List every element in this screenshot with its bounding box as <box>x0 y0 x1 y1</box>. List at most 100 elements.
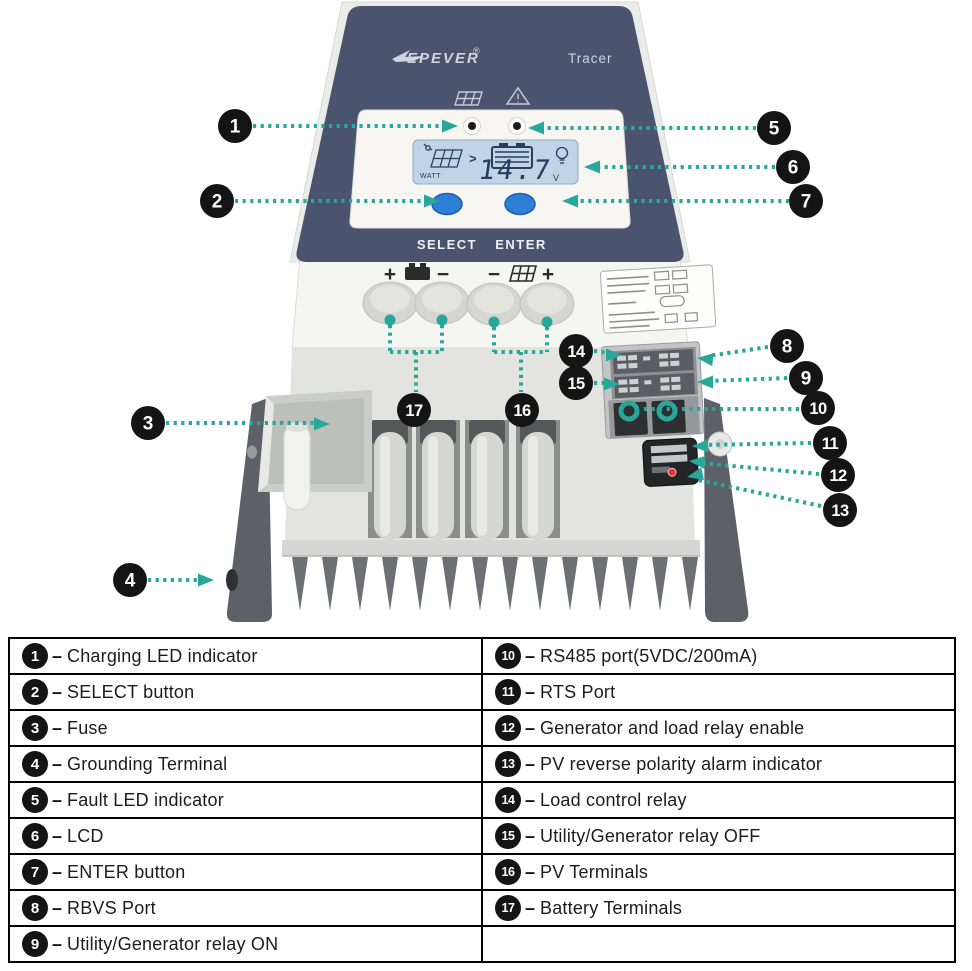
brand-logo: EPEVER ® <box>392 46 480 67</box>
legend-badge: 9 <box>22 931 48 957</box>
mounting-flange-right <box>704 398 749 622</box>
legend-badge: 6 <box>22 823 48 849</box>
lcd-unit: V <box>553 173 559 183</box>
legend-label: Charging LED indicator <box>67 645 258 666</box>
lcd-load-icon <box>555 146 569 164</box>
legend-badge: 14 <box>495 787 521 813</box>
legend-dash: – <box>52 681 63 702</box>
callout-arrow-12 <box>699 461 820 476</box>
pv-panel-icon <box>508 265 538 282</box>
legend-badge: 5 <box>22 787 48 813</box>
callout-15: 15 <box>559 366 593 400</box>
svg-text:1: 1 <box>230 117 241 138</box>
legend-label: Fuse <box>67 717 108 738</box>
svg-text:14: 14 <box>567 343 586 361</box>
legend-label: RS485 port(5VDC/200mA) <box>540 645 758 666</box>
table-row: 9–Utility/Generator relay ON <box>8 925 956 963</box>
device-diagram: + − − + <box>113 1 857 622</box>
legend-dash: – <box>52 861 63 882</box>
pv-alarm-led <box>667 467 677 477</box>
svg-text:9: 9 <box>801 369 812 390</box>
legend-label: LCD <box>67 825 104 846</box>
legend-badge: 11 <box>495 679 521 705</box>
legend-badge: 8 <box>22 895 48 921</box>
legend-dash: – <box>52 789 63 810</box>
callout-1: 1 <box>218 109 252 143</box>
fault-led <box>508 117 526 135</box>
callout-arrow-8 <box>707 345 769 358</box>
lcd-battery-icon <box>491 143 533 169</box>
model-name: Tracer <box>568 51 613 66</box>
lcd-display: > WATT 14.7 V <box>412 139 579 186</box>
callout-9: 9 <box>789 361 823 395</box>
svg-text:2: 2 <box>212 192 223 213</box>
legend-label: ENTER button <box>67 861 186 882</box>
svg-text:7: 7 <box>801 192 812 213</box>
legend-badge: 10 <box>495 643 521 669</box>
legend-label: Battery Terminals <box>540 897 683 918</box>
pv-array-icon <box>454 91 483 106</box>
svg-text:13: 13 <box>831 502 849 520</box>
battery-plus-label: + <box>384 263 396 286</box>
legend-badge: 17 <box>495 895 521 921</box>
pv-plus-label: + <box>542 263 554 286</box>
table-row: 6–LCD 15–Utility/Generator relay OFF <box>8 817 956 855</box>
callout-16: 16 <box>505 393 539 427</box>
legend-label: PV Terminals <box>540 861 649 882</box>
legend-dash: – <box>52 933 63 954</box>
legend-dash: – <box>525 645 536 666</box>
legend-label: RBVS Port <box>67 897 156 918</box>
utility-generator-relay-connector <box>614 372 695 399</box>
enter-button-label: ENTER <box>495 237 547 252</box>
legend-dash: – <box>525 861 536 882</box>
heatsink <box>282 540 700 557</box>
spec-sticker <box>599 264 717 334</box>
callout-arrow-14 <box>593 349 611 355</box>
svg-text:4: 4 <box>125 571 136 592</box>
callout-arrow-13 <box>697 478 822 508</box>
svg-text:15: 15 <box>567 375 585 393</box>
legend-badge: 3 <box>22 715 48 741</box>
legend-badge: 16 <box>495 859 521 885</box>
brand-swoosh-icon <box>392 50 424 62</box>
callout-bracket-17 <box>388 325 444 392</box>
svg-text:5: 5 <box>769 119 780 140</box>
select-button-label: SELECT <box>417 237 477 252</box>
legend-label: Utility/Generator relay ON <box>67 933 279 954</box>
table-row: 5–Fault LED indicator 14–Load control re… <box>8 781 956 819</box>
table-row: 4–Grounding Terminal 13–PV reverse polar… <box>8 745 956 783</box>
legend-dash: – <box>52 717 63 738</box>
callout-10: 10 <box>801 391 835 425</box>
legend-dash: – <box>52 645 63 666</box>
legend-dash: – <box>525 753 536 774</box>
charging-led <box>463 117 481 135</box>
lcd-arrow: > <box>469 151 477 166</box>
table-row: 8–RBVS Port 17–Battery Terminals <box>8 889 956 927</box>
lcd-solar-icon <box>423 143 463 168</box>
callout-3: 3 <box>131 406 165 440</box>
legend-label: RTS Port <box>540 681 616 702</box>
callout-arrow-9 <box>707 376 788 383</box>
legend-badge: 7 <box>22 859 48 885</box>
empty-cell <box>481 925 956 963</box>
grounding-terminal <box>226 569 238 591</box>
battery-icon <box>405 263 430 280</box>
table-row: 2–SELECT button 11–RTS Port <box>8 673 956 711</box>
fuse-cylinder <box>283 423 311 511</box>
callout-arrow-11 <box>701 441 812 447</box>
fuse-compartment <box>258 390 372 511</box>
callout-14: 14 <box>559 334 593 368</box>
load-relay-connector <box>612 348 694 375</box>
select-button <box>431 192 463 216</box>
callout-6: 6 <box>776 150 810 184</box>
callout-4: 4 <box>113 563 147 597</box>
legend-dash: – <box>52 753 63 774</box>
table-row: 1–Charging LED indicator 10–RS485 port(5… <box>8 637 956 675</box>
heatsink-fins <box>292 557 698 611</box>
legend-badge: 2 <box>22 679 48 705</box>
registered-mark: ® <box>473 46 480 56</box>
warning-icon <box>505 86 531 105</box>
lcd-value: 14.7 <box>477 155 554 186</box>
rs485-marker-right <box>656 400 678 422</box>
legend-label: SELECT button <box>67 681 195 702</box>
